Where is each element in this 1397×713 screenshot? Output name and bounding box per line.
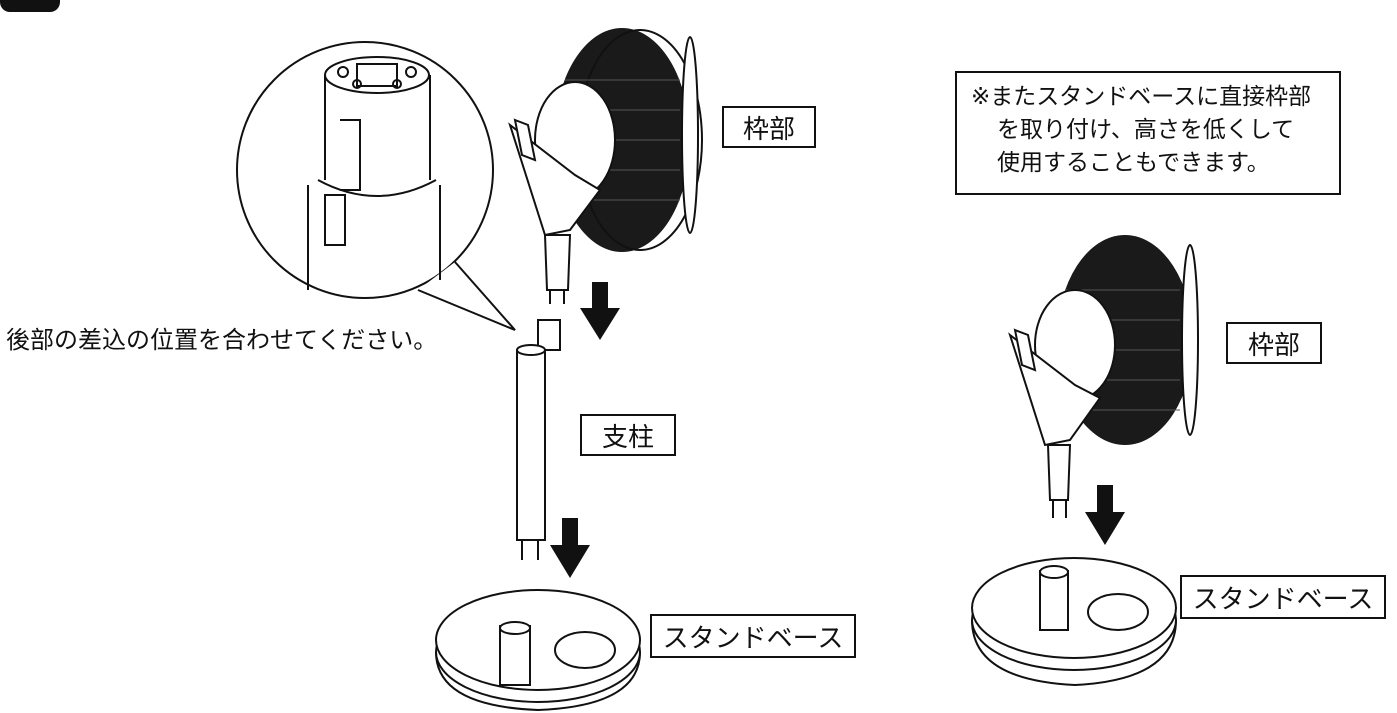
- pole-illustration: [516, 319, 561, 560]
- step-badge: [0, 0, 60, 12]
- frame-label-left: 枠部: [722, 106, 816, 148]
- magnified-detail: [236, 41, 516, 331]
- note-box: ※またスタンドベースに直接枠部 を取り付け、高さを低くして 使用することもできま…: [955, 71, 1341, 195]
- fan-head-left: [508, 28, 703, 304]
- instruction-text: 後部の差込の位置を合わせてください。: [6, 326, 438, 354]
- stand-base-label-left: スタンドベース: [650, 614, 856, 658]
- stand-base-right-illustration: [971, 557, 1177, 687]
- pole-label: 支柱: [580, 414, 676, 456]
- down-arrow-icon: [580, 282, 620, 340]
- note-line-2: を取り付け、高さを低くして: [997, 117, 1295, 143]
- down-arrow-icon: [1085, 485, 1125, 545]
- frame-label-right: 枠部: [1226, 322, 1322, 364]
- note-line-1: ※またスタンドベースに直接枠部: [971, 84, 1312, 110]
- stand-base-left-illustration: [435, 589, 641, 712]
- stand-base-label-right: スタンドベース: [1180, 575, 1386, 619]
- fan-head-right: [1008, 235, 1199, 518]
- note-line-3: 使用することもできます。: [997, 150, 1270, 176]
- down-arrow-icon: [550, 518, 590, 578]
